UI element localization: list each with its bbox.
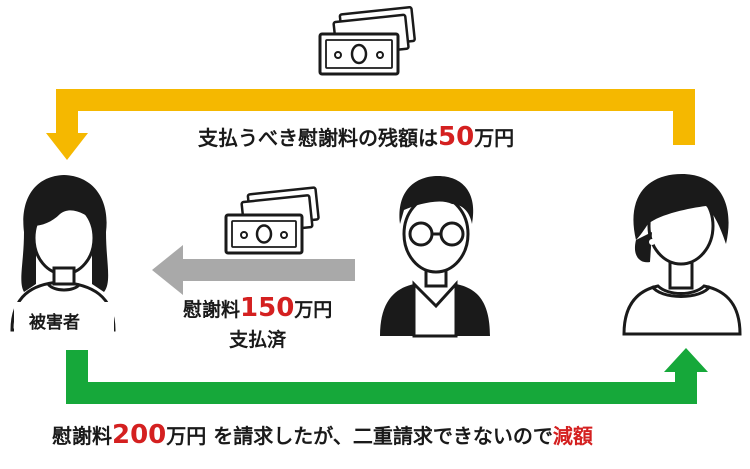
mid-label-amount: 150 (240, 293, 295, 323)
remaining-amount-label: 支払うべき慰謝料の残額は50万円 (198, 122, 514, 152)
paid-line-2: 支払済 (229, 329, 287, 351)
claim-label: 慰謝料200万円 を請求したが、二重請求できないので減額 (52, 420, 593, 450)
bottom-label-prefix: 慰謝料 (52, 424, 112, 448)
gray-arrow (152, 245, 355, 295)
money-bill-front-mid (224, 213, 304, 255)
man-with-glasses-icon (380, 176, 490, 338)
bottom-label-highlight: 減額 (552, 424, 593, 448)
victim-label: 被害者 (29, 313, 80, 333)
top-label-suffix: 万円 (474, 126, 515, 150)
money-bill-front (318, 32, 400, 76)
top-label-prefix: 支払うべき慰謝料の残額は (198, 126, 438, 150)
victim-label-box (14, 302, 114, 332)
top-label-amount: 50 (438, 122, 475, 152)
mid-label-prefix: 慰謝料 (183, 299, 241, 321)
paid-amount-label: 慰謝料150万円 支払済 (183, 293, 332, 355)
woman-icon (622, 174, 742, 336)
bottom-label-amount: 200 (112, 420, 167, 450)
green-arrow (66, 348, 708, 404)
yellow-arrow (46, 89, 695, 160)
mid-label-suffix: 万円 (294, 299, 333, 321)
paid-line-1: 慰謝料150万円 (183, 293, 332, 325)
bottom-label-mid: 万円 を請求したが、二重請求できないので (166, 424, 553, 448)
